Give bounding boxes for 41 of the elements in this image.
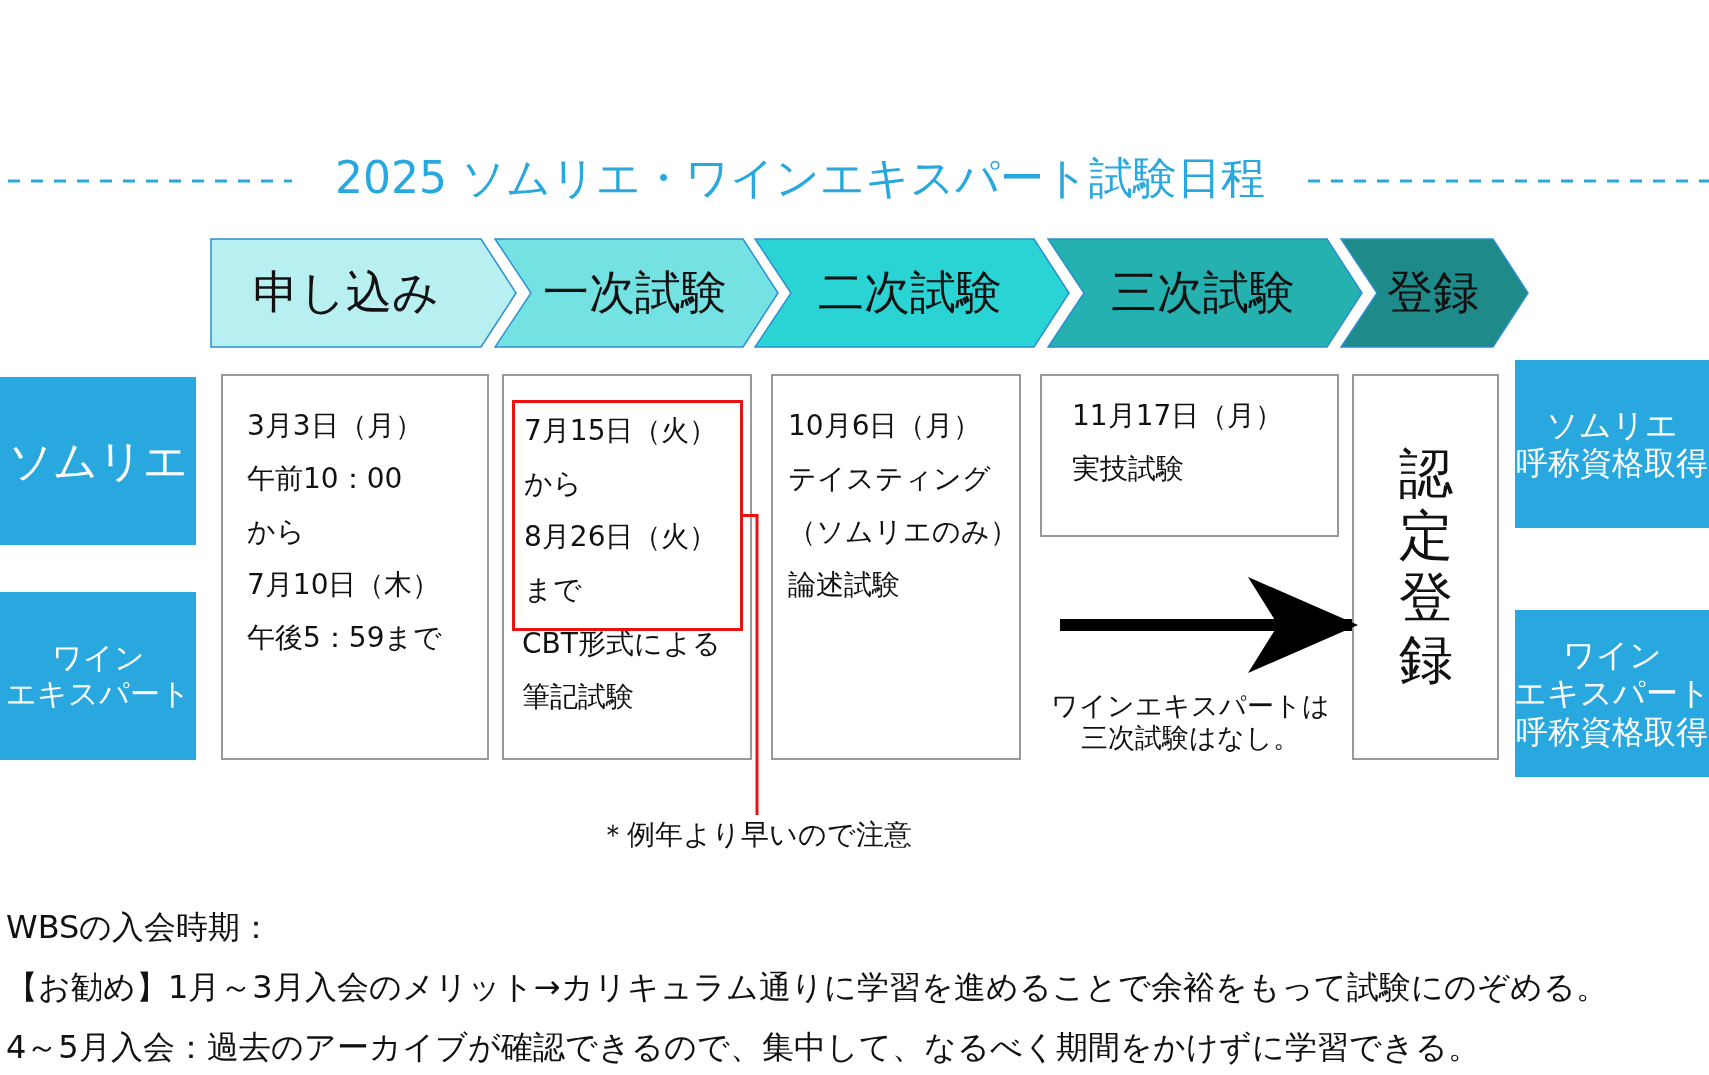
schedule-text: 筆記試験 (522, 679, 634, 715)
schedule-text: 論述試験 (788, 567, 900, 603)
note-text: ＊例年より早いので注意 (585, 815, 925, 855)
schedule-text: 10月6日（月） (788, 408, 982, 444)
schedule-text: テイスティング (788, 461, 991, 497)
note-text: ワインエキスパートは (1049, 690, 1331, 722)
schedule-text: 8月26日（火） (524, 519, 718, 555)
schedule-text: から (247, 514, 305, 550)
registration-box: 認定登録 (1352, 374, 1499, 760)
label-box: ソムリエ (0, 377, 196, 545)
schedule-text: CBT形式による (522, 626, 721, 662)
chevron-step: 三次試験 (1047, 238, 1363, 348)
schedule-text: 午後5：59まで (247, 620, 443, 656)
schedule-box (221, 374, 489, 760)
schedule-box (771, 374, 1021, 760)
body-text: 【お勧め】1月～3月入会のメリット→カリキュラム通りに学習を進めることで余裕をもって試験にのぞめる。 (6, 967, 1608, 1008)
label-box: ワイン エキスパート 呼称資格取得 (1515, 610, 1709, 777)
schedule-text: 実技試験 (1072, 451, 1184, 487)
label-box: ワイン エキスパート (0, 592, 196, 760)
leader-line (741, 514, 759, 815)
chevron-step: 一次試験 (494, 238, 779, 348)
note-text: 三次試験はなし。 (1079, 722, 1301, 754)
schedule-text: （ソムリエのみ） (788, 514, 1018, 550)
schedule-text: から (524, 466, 582, 502)
schedule-text: 7月10日（木） (247, 567, 441, 603)
schedule-text: まで (524, 572, 582, 608)
highlight-box (512, 400, 743, 631)
chevron-step: 二次試験 (754, 238, 1070, 348)
schedule-text: 午前10：00 (247, 461, 403, 497)
schedule-text: 3月3日（月） (247, 408, 423, 444)
label-box: ソムリエ 呼称資格取得 (1515, 360, 1709, 528)
schedule-text: 7月15日（火） (524, 413, 718, 449)
arrow (1060, 577, 1358, 673)
title: 2025 ソムリエ・ワインエキスパート試験日程 (334, 151, 1266, 205)
chevron-step: 申し込み (210, 238, 517, 348)
chevron-step: 登録 (1340, 238, 1529, 348)
schedule-text: 11月17日（月） (1072, 398, 1284, 434)
schedule-box (502, 374, 752, 760)
heading-text: WBSの入会時期： (6, 907, 273, 948)
schedule-box (1040, 374, 1339, 537)
body-text: 4～5月入会：過去のアーカイブが確認できるので、集中して、なるべく期間をかけずに学習できる。 (6, 1027, 1480, 1068)
